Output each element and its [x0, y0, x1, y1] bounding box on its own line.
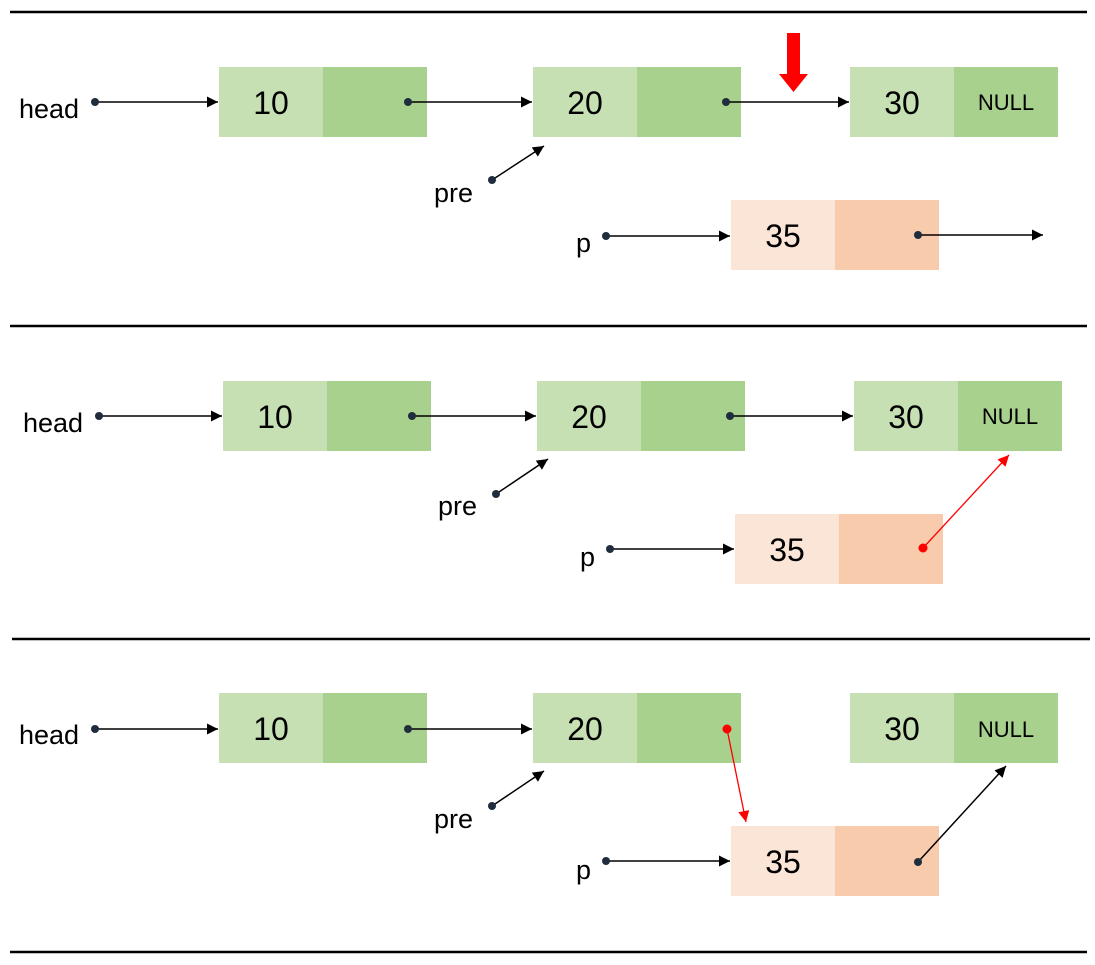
pre-pointer-dot: [488, 802, 496, 810]
node-next-cell: [954, 67, 1058, 137]
node-value: 10: [253, 85, 289, 121]
null-label: NULL: [982, 404, 1038, 429]
list-node-10: 10: [219, 67, 427, 137]
p-pointer-dot: [602, 857, 610, 865]
p-pointer-dot: [606, 545, 614, 553]
new-node-next-link-highlight: [922, 454, 1010, 549]
next-pointer-dot: [726, 412, 734, 420]
next-pointer-dot: [404, 725, 412, 733]
node-data-cell: [223, 381, 327, 451]
node-next-cell: [954, 693, 1058, 763]
p-label: p: [580, 542, 595, 572]
head-label: head: [19, 720, 79, 750]
node-data-cell: [850, 67, 954, 137]
new-node-value: 35: [765, 844, 801, 880]
node-value: 10: [257, 399, 293, 435]
new-node-data-cell: [731, 200, 835, 270]
pre-label: pre: [434, 178, 473, 208]
list-node-10: 10: [219, 693, 427, 763]
list-node-20: 20: [533, 67, 741, 137]
head-pointer-dot: [91, 98, 99, 106]
panel-step-3: head 10 20 30 NULL pre p: [19, 693, 1058, 896]
list-node-30: 30 NULL: [850, 67, 1058, 137]
head-label: head: [23, 408, 83, 438]
null-label: NULL: [978, 90, 1034, 115]
panel-step-2: head 10 20 30 NULL pre p: [23, 381, 1062, 584]
node-value: 20: [571, 399, 607, 435]
new-node-next-link: [917, 765, 1007, 863]
list-node-30: 30 NULL: [854, 381, 1062, 451]
new-node-next-cell: [839, 514, 943, 584]
next-pointer-dot: [404, 98, 412, 106]
node-value: 20: [567, 85, 603, 121]
pre-pointer-arrow: [491, 145, 545, 181]
node-data-cell: [533, 67, 637, 137]
new-node-value: 35: [765, 218, 801, 254]
new-node-data-cell: [735, 514, 839, 584]
new-node-next-dot: [914, 231, 922, 239]
node-data-cell: [537, 381, 641, 451]
next-pointer-dot: [722, 98, 730, 106]
p-label: p: [576, 855, 591, 885]
pre-next-link-highlight: [726, 728, 750, 823]
node-data-cell: [533, 693, 637, 763]
insertion-point-arrow-icon: [779, 33, 808, 92]
head-pointer-dot: [91, 725, 99, 733]
node-data-cell: [850, 693, 954, 763]
p-label: p: [576, 228, 591, 258]
node-value: 20: [567, 711, 603, 747]
pre-label: pre: [438, 491, 477, 521]
list-node-20: 20: [537, 381, 745, 451]
panel-step-1: head 10 20 30 NULL pre p: [19, 33, 1058, 270]
next-pointer-dot: [408, 412, 416, 420]
node-data-cell: [219, 67, 323, 137]
pre-next-dot-highlight: [722, 724, 732, 734]
head-label: head: [19, 94, 79, 124]
pre-pointer-arrow: [495, 458, 549, 495]
new-node-35: 35: [731, 200, 939, 270]
new-node-35: 35: [731, 826, 939, 896]
node-next-cell: [958, 381, 1062, 451]
head-pointer-dot: [95, 412, 103, 420]
pre-pointer-arrow: [491, 770, 545, 807]
new-node-next-dot: [914, 858, 922, 866]
node-value: 30: [884, 711, 920, 747]
new-node-value: 35: [769, 532, 805, 568]
pre-pointer-dot: [492, 490, 500, 498]
list-node-10: 10: [223, 381, 431, 451]
pre-pointer-dot: [488, 176, 496, 184]
node-data-cell: [854, 381, 958, 451]
node-value: 30: [884, 85, 920, 121]
list-node-30: 30 NULL: [850, 693, 1058, 763]
new-node-next-cell: [835, 826, 939, 896]
node-value: 10: [253, 711, 289, 747]
new-node-35: 35: [735, 514, 943, 584]
p-pointer-dot: [602, 232, 610, 240]
new-node-next-dot-highlight: [918, 543, 928, 553]
new-node-data-cell: [731, 826, 835, 896]
null-label: NULL: [978, 717, 1034, 742]
pre-label: pre: [434, 804, 473, 834]
node-value: 30: [888, 399, 924, 435]
node-data-cell: [219, 693, 323, 763]
list-node-20: 20: [533, 693, 741, 763]
